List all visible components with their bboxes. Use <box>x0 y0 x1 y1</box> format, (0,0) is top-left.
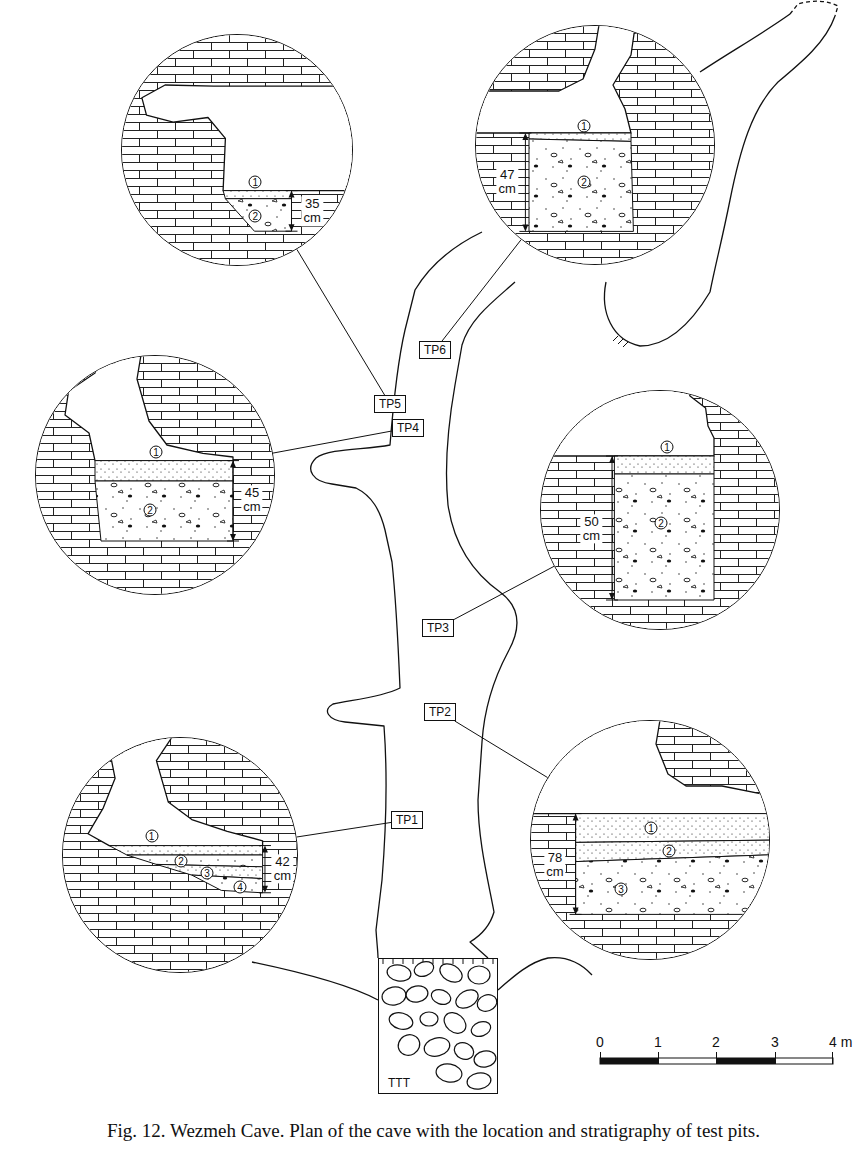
test-pit-label: TP2 <box>424 703 456 721</box>
stratigraphy-section <box>530 720 770 960</box>
figure-caption: Fig. 12. Wezmeh Cave. Plan of the cave w… <box>10 1120 857 1142</box>
test-pit-name: TP4 <box>397 421 419 435</box>
test-pit-label: TP4 <box>392 419 424 437</box>
layer-number: 2 <box>249 209 262 222</box>
leader-line-stroke <box>454 566 554 619</box>
layer-number: 2 <box>655 517 668 530</box>
test-pit-label: TP1 <box>391 811 423 829</box>
stratigraphy-inset: 12 3 78 cm <box>530 720 770 960</box>
scale-bar <box>600 1052 833 1064</box>
layer-number: 2 <box>144 503 157 516</box>
stratigraphy-inset: 1 2 35 cm <box>121 34 353 266</box>
test-pit-label: TP3 <box>422 619 454 637</box>
scale-label: 3 <box>771 1034 779 1050</box>
stratigraphy-inset: 1 2 45 cm <box>35 355 275 595</box>
leader-line-stroke <box>297 249 385 395</box>
scale-label: 0 <box>596 1034 604 1050</box>
scale-label: 2 <box>712 1034 720 1050</box>
trench-label: TTT <box>387 1076 411 1090</box>
layer-number: 2 <box>578 176 591 189</box>
test-pit-name: TP2 <box>429 705 451 719</box>
leader-line-stroke <box>297 822 391 837</box>
layer-number: 1 <box>150 446 163 459</box>
test-pit-name: TP6 <box>424 343 446 357</box>
stratigraphy-section <box>540 390 780 630</box>
layer-number: 3 <box>615 883 628 896</box>
layer-number: 2 <box>175 854 188 867</box>
test-pit-name: TP3 <box>427 621 449 635</box>
scale-label: 1 <box>654 1034 662 1050</box>
layer-number: 3 <box>200 866 213 879</box>
leader-line <box>297 822 391 837</box>
depth-dimension: 47 cm <box>497 167 518 196</box>
layer-number: 4 <box>234 880 247 893</box>
stratigraphy-section <box>121 34 353 266</box>
trench-outline: TTT <box>378 958 498 1094</box>
leader-line <box>297 249 385 395</box>
test-pit-name: TP5 <box>379 397 401 411</box>
layer-number: 1 <box>145 829 158 842</box>
stratigraphy-inset: 1 2 50 cm <box>540 390 780 630</box>
layer-number: 1 <box>645 821 658 834</box>
layer-number: 1 <box>249 176 262 189</box>
scale-label: 4 m <box>829 1034 852 1050</box>
depth-dimension: 50 cm <box>581 514 602 543</box>
depth-dimension: 45 cm <box>241 485 262 514</box>
layer-number: 2 <box>663 844 676 857</box>
depth-dimension: 35 cm <box>302 197 323 226</box>
depth-dimension: 42 cm <box>272 854 293 883</box>
stratigraphy-section <box>35 355 275 595</box>
test-pit-label: TP6 <box>419 341 451 359</box>
layer-number: 1 <box>661 441 674 454</box>
test-pit-name: TP1 <box>396 813 418 827</box>
leader-line <box>273 431 392 453</box>
depth-dimension: 78 cm <box>544 850 565 879</box>
stratigraphy-inset: 1 23 4 42 cm <box>62 737 298 973</box>
stratigraphy-inset: 1 2 47 cm <box>475 25 715 265</box>
leader-line-stroke <box>273 431 392 453</box>
trench-stones <box>379 959 499 1095</box>
leader-line <box>454 566 554 619</box>
stratigraphy-section <box>475 25 715 265</box>
test-pit-label: TP5 <box>374 395 406 413</box>
layer-number: 1 <box>578 119 591 132</box>
